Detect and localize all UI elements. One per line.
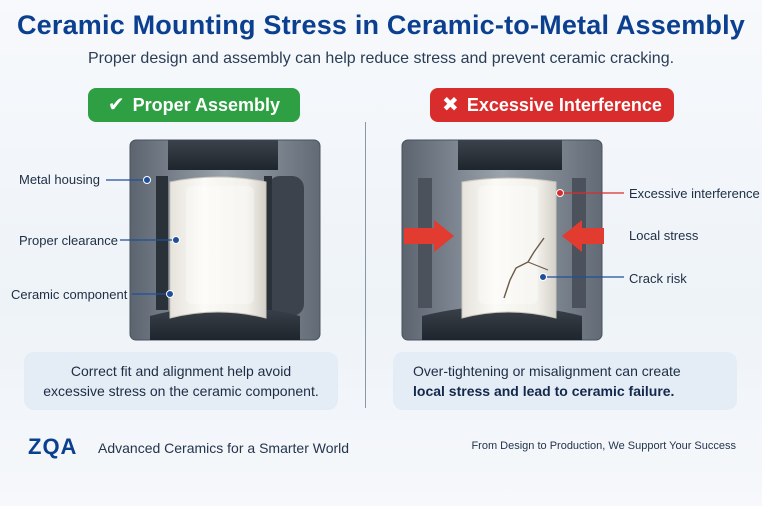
left-ceramic-component	[169, 176, 267, 319]
proper-assembly-badge: ✔ Proper Assembly	[88, 88, 300, 122]
left-clearance-gap	[156, 176, 272, 310]
proper-clearance-label: Proper clearance	[19, 233, 118, 248]
excessive-interference-label: Excessive Interference	[466, 94, 662, 115]
x-icon: ✖	[442, 94, 459, 116]
ceramic-component-callout	[132, 290, 174, 298]
footer-tagline-right: From Design to Production, We Support Yo…	[471, 440, 736, 452]
check-icon: ✔	[107, 94, 125, 116]
ceramic-component-label: Ceramic component	[11, 287, 128, 302]
excessive-interference-info: Over-tightening or misalignment can crea…	[393, 352, 737, 410]
excessive-interference-text: Excessive interference	[629, 186, 760, 201]
footer: ZQA Advanced Ceramics for a Smarter Worl…	[0, 424, 762, 464]
metal-housing-label: Metal housing	[19, 172, 100, 187]
right-ceramic-component	[461, 177, 557, 319]
crack-line	[503, 237, 549, 299]
proper-info-line1: Correct fit and alignment help avoid	[70, 363, 292, 379]
zqa-logo: ZQA	[28, 434, 78, 459]
proper-assembly-info: Correct fit and alignment help avoid exc…	[24, 352, 338, 410]
page-subtitle: Proper design and assembly can help redu…	[87, 50, 675, 67]
left-stress-arrow-icon	[404, 220, 454, 252]
panel-divider	[365, 122, 366, 408]
metal-housing-callout	[106, 176, 151, 184]
local-stress-label: Local stress	[629, 228, 699, 243]
crack-risk-callout	[539, 273, 624, 281]
proper-info-line2: excessive stress on the ceramic componen…	[43, 383, 319, 399]
crack-risk-label: Crack risk	[629, 271, 687, 286]
excessive-info-line2: local stress and lead to ceramic failure…	[413, 383, 675, 399]
page-title: Ceramic Mounting Stress in Ceramic-to-Me…	[16, 10, 746, 40]
excessive-info-line1: Over-tightening or misalignment can crea…	[413, 363, 681, 379]
proper-assembly-label: Proper Assembly	[132, 94, 281, 115]
excessive-interference-badge: ✖ Excessive Interference	[430, 88, 674, 122]
footer-tagline-left: Advanced Ceramics for a Smarter World	[98, 440, 350, 456]
excessive-interference-callout	[556, 189, 624, 197]
proper-clearance-callout	[120, 236, 180, 244]
right-stress-arrow-icon	[562, 220, 604, 252]
